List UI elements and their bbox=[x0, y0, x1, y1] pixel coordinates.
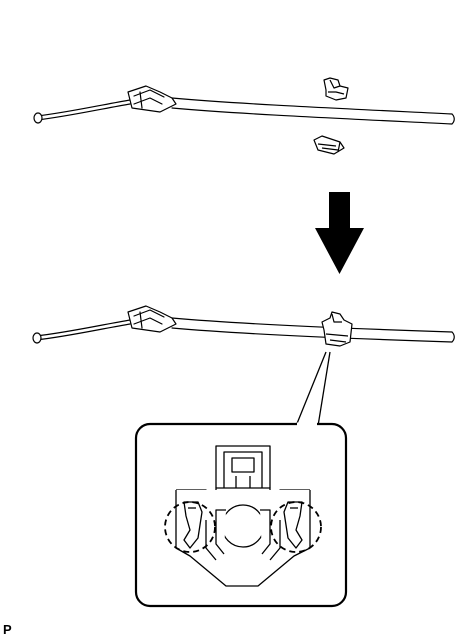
dashed-circle-icon bbox=[164, 501, 216, 553]
detail-view bbox=[134, 422, 348, 608]
dashed-circle-icon bbox=[270, 501, 322, 553]
down-arrow-icon bbox=[315, 192, 364, 274]
cable-before-install bbox=[33, 85, 455, 125]
clamp-lower-part bbox=[313, 135, 345, 155]
figure-code-label: P bbox=[3, 622, 12, 637]
callout-leader bbox=[295, 351, 331, 427]
installed-clamp bbox=[321, 311, 353, 347]
clamp-upper-part bbox=[323, 77, 349, 101]
cable-after-install bbox=[32, 305, 455, 344]
clamp-cross-section bbox=[175, 445, 311, 587]
